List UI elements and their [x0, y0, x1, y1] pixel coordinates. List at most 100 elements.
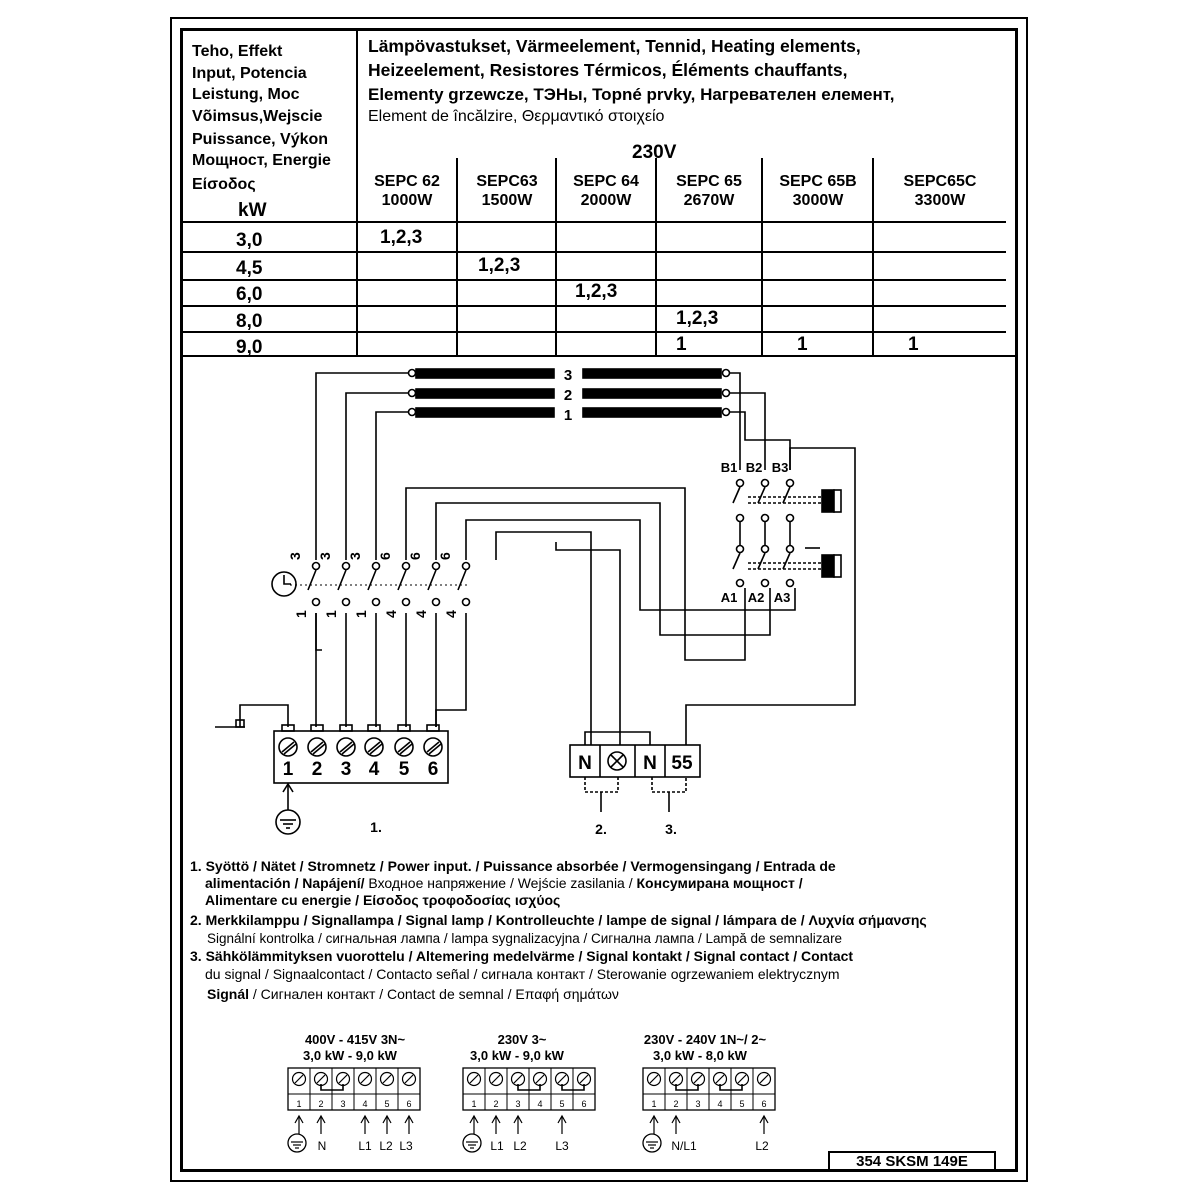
element-number-2: 2: [564, 387, 572, 404]
switch-bottom-label: 4: [413, 610, 429, 618]
switch-top-label: 6: [407, 552, 423, 560]
column-watt: 1000W: [382, 192, 434, 209]
table-cell: 1,2,3: [676, 308, 718, 329]
legend-item-1-line-3: Alimentare cu energie / Είσοδος τροφοδοσ…: [205, 892, 561, 908]
terminal-number: 1: [283, 759, 294, 780]
earth-icon: [275, 809, 301, 835]
mini-terminal-number: 4: [537, 1099, 542, 1109]
column-model: SEPC 62: [374, 173, 440, 190]
legend-text: Консумирана мощност /: [636, 875, 803, 891]
mini-terminal-number: 5: [384, 1099, 389, 1109]
legend-text: / Сигнален контакт / Contact de semnal /…: [249, 986, 619, 1002]
column-model: SEPC 64: [573, 173, 639, 190]
mini-terminal-number: 1: [296, 1099, 301, 1109]
column-model: SEPC63: [476, 173, 537, 190]
column-model: SEPC 65B: [779, 173, 856, 190]
supply-label: L2: [513, 1139, 527, 1153]
mini-terminal-number: 5: [559, 1099, 564, 1109]
switch-bottom-label: 1: [353, 610, 369, 618]
outer-frame: [170, 17, 1028, 1182]
table-cell: 1,2,3: [575, 281, 617, 302]
supply-label: L2: [379, 1139, 393, 1153]
heating-element-3: [582, 368, 722, 379]
supply-label: N/L1: [671, 1139, 697, 1153]
switch-bottom-label: 1: [293, 610, 309, 618]
power-header-line: Input, Potencia: [192, 65, 307, 82]
power-header-line: Puissance, Výkon: [192, 131, 328, 148]
elements-header-line: Element de încălzire, Θερμαντικό στοιχεί…: [368, 108, 665, 125]
signal-lamp-icon: [607, 751, 627, 771]
column-watt: 2670W: [684, 192, 736, 209]
supply-label: L3: [555, 1139, 569, 1153]
connection-voltage: 400V - 415V 3N~: [305, 1032, 406, 1047]
supply-label: L3: [399, 1139, 413, 1153]
table-cell: 1: [797, 334, 808, 355]
mini-terminal-number: 1: [651, 1099, 656, 1109]
terminal-number: 3: [341, 759, 352, 780]
timer-icon: [271, 571, 297, 597]
inner-frame: [180, 28, 1018, 1172]
signal-terminal-n: N: [643, 753, 657, 774]
power-header-line: Võimsus,Wejscie: [192, 108, 323, 125]
terminal-number: 5: [399, 759, 410, 780]
contactor-label-b2: B2: [746, 460, 763, 475]
voltage-header: 230V: [632, 142, 677, 163]
switch-top-label: 3: [347, 552, 363, 560]
mini-terminal-number: 6: [761, 1099, 766, 1109]
legend-item-2-line-2: Signální kontrolka / сигнальная лампа / …: [207, 931, 843, 946]
switch-bottom-label: 4: [383, 610, 399, 618]
legend-item-3-line-1: 3. Sähkölämmityksen vuorottelu / Altemer…: [190, 948, 854, 964]
terminal-number: 2: [312, 759, 323, 780]
legend-item-3-line-2: du signal / Signaalcontact / Contacto se…: [205, 966, 840, 982]
document-code: 354 SKSM 149E: [828, 1151, 996, 1171]
mini-terminal-number: 2: [673, 1099, 678, 1109]
signal-terminal-n: N: [578, 753, 592, 774]
mini-terminal-number: 3: [695, 1099, 700, 1109]
callout-1: 1.: [370, 819, 382, 835]
row-kw: 6,0: [236, 284, 262, 305]
mini-terminal-number: 5: [739, 1099, 744, 1109]
earth-icon: [642, 1133, 662, 1153]
supply-label: L1: [490, 1139, 504, 1153]
column-model: SEPC65C: [904, 173, 977, 190]
elements-header-line: Elementy grzewcze, ТЭНы, Topné prvky, На…: [368, 85, 895, 104]
mini-terminal-number: 2: [493, 1099, 498, 1109]
mini-terminal-number: 4: [717, 1099, 722, 1109]
callout-3: 3.: [665, 821, 677, 837]
mini-terminal-number: 6: [581, 1099, 586, 1109]
power-unit: kW: [238, 200, 267, 221]
callout-2: 2.: [595, 821, 607, 837]
contactor-label-a2: A2: [748, 590, 765, 605]
connection-voltage: 230V - 240V 1N~/ 2~: [644, 1032, 767, 1047]
table-cell: 1,2,3: [380, 227, 422, 248]
supply-label: N: [318, 1139, 327, 1153]
elements-header-line: Heizeelement, Resistores Térmicos, Éléme…: [368, 59, 847, 80]
elements-header-line: Lämpövastukset, Värmeelement, Tennid, He…: [368, 36, 861, 56]
mini-terminal-number: 4: [362, 1099, 367, 1109]
terminal-number: 6: [428, 759, 439, 780]
column-watt: 2000W: [581, 192, 633, 209]
switch-top-label: 6: [377, 552, 393, 560]
switch-top-label: 6: [437, 552, 453, 560]
mini-terminal-number: 2: [318, 1099, 323, 1109]
column-watt: 3000W: [793, 192, 845, 209]
contactor-label-b1: B1: [721, 460, 738, 475]
table-cell: 1: [676, 334, 687, 355]
switch-top-label: 3: [287, 552, 303, 560]
power-header-line: Мощност, Energie: [192, 152, 331, 169]
row-kw: 3,0: [236, 230, 262, 251]
legend-item-3-line-3: Signál / Сигнален контакт / Contact de s…: [207, 986, 619, 1003]
legend-item-1-line-1: 1. Syöttö / Nätet / Stromnetz / Power in…: [190, 858, 836, 874]
row-kw: 4,5: [236, 258, 263, 279]
heating-element-1: [582, 407, 722, 418]
legend-text: alimentación /: [205, 875, 303, 891]
connection-power: 3,0 kW - 9,0 kW: [303, 1048, 398, 1063]
mini-terminal-number: 1: [471, 1099, 476, 1109]
table-cell: 1,2,3: [478, 255, 520, 276]
column-watt: 3300W: [915, 192, 967, 209]
legend-item-2-line-1: 2. Merkkilamppu / Signallampa / Signal l…: [190, 912, 927, 928]
heating-element-2: [582, 388, 722, 399]
